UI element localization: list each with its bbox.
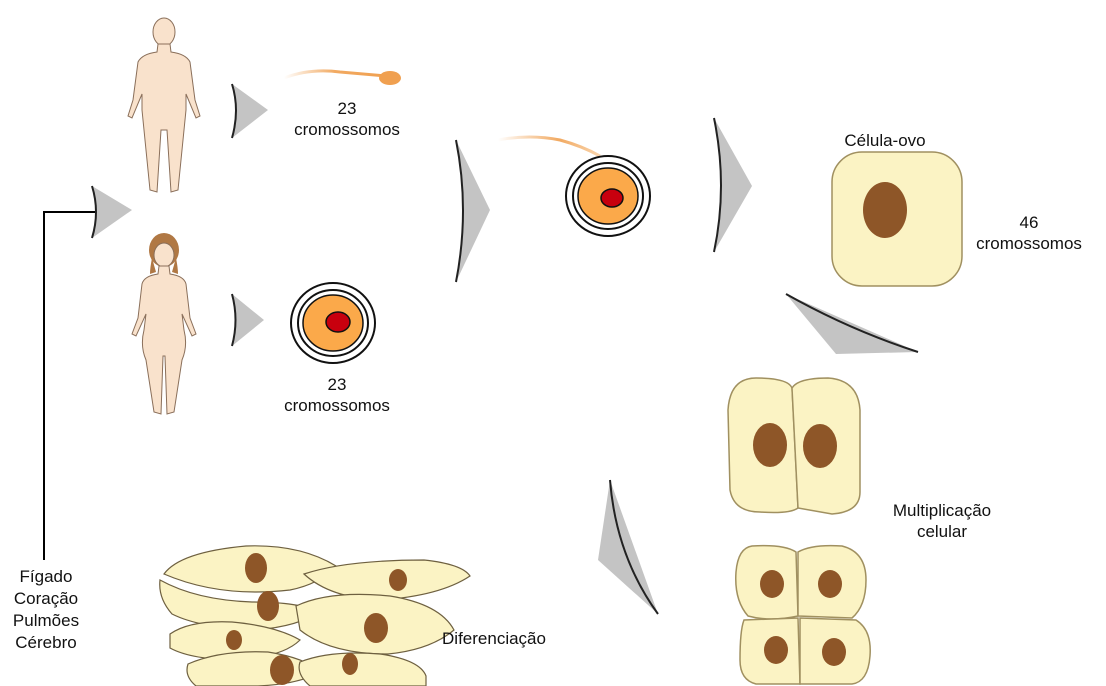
egg-chromosome-count: 23 [262,374,412,395]
differentiation-label: Diferenciação [426,628,562,649]
organ-liver: Fígado [6,566,86,588]
arrow-icon [232,294,264,346]
sperm-chromosome-label: 23 cromossomos [272,98,422,140]
arrow-icon [456,140,490,282]
sperm-icon [284,71,401,85]
four-cell-stage-icon [736,546,870,684]
sperm-chromosome-word: cromossomos [272,119,422,140]
egg-cell-icon [291,283,375,363]
arrow-icon [232,84,268,138]
female-figure-icon [132,233,196,414]
organ-lungs: Pulmões [6,610,86,632]
sperm-icon [498,137,600,156]
multiplication-line-1: Multiplicação [868,500,1016,521]
differentiated-cells-icon [160,546,470,686]
zygote-chromosome-count: 46 [966,212,1092,233]
zygote-chromosome-label: 46 cromossomos [966,212,1092,254]
organ-brain: Cérebro [6,632,86,654]
sperm-chromosome-count: 23 [272,98,422,119]
organs-list: Fígado Coração Pulmões Cérebro [6,566,86,654]
multiplication-label: Multiplicação celular [868,500,1016,542]
egg-chromosome-word: cromossomos [262,395,412,416]
organ-heart: Coração [6,588,86,610]
egg-cell-icon [566,156,650,236]
bracket-line [44,212,96,560]
zygote-title: Célula-ovo [830,130,940,151]
male-figure-icon [128,18,200,192]
multiplication-line-2: celular [868,521,1016,542]
arrow-icon [714,118,752,252]
two-cell-stage-icon [728,378,860,514]
arrow-icon [598,480,658,614]
egg-chromosome-label: 23 cromossomos [262,374,412,416]
zygote-cell-icon [832,152,962,286]
arrow-icon [786,294,918,354]
arrow-icon [92,186,132,238]
zygote-chromosome-word: cromossomos [966,233,1092,254]
